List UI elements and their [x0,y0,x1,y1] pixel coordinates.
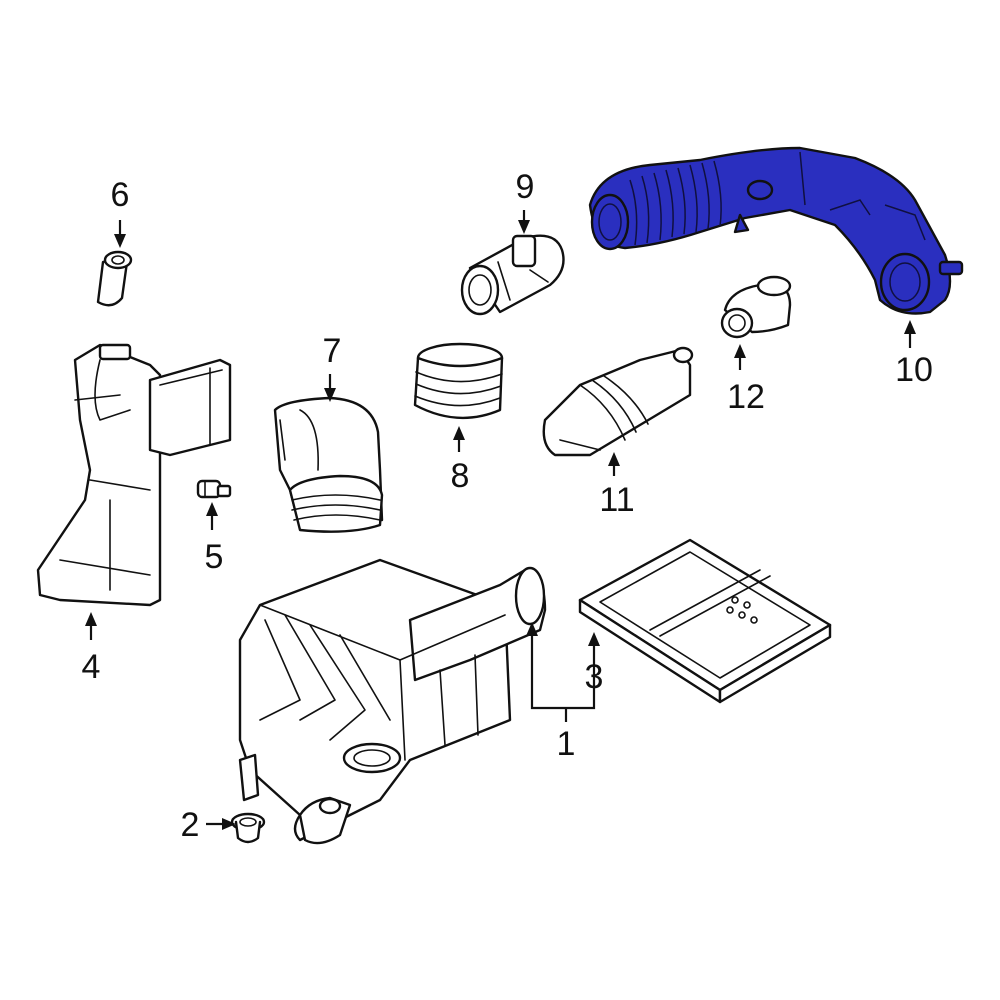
callout-10: 10 [895,351,933,389]
part-6-sleeve[interactable] [96,250,133,307]
callout-8: 8 [451,457,470,495]
callout-6: 6 [111,176,130,214]
part-2-grommet[interactable] [230,812,266,844]
part-7-elbow-hose[interactable] [273,396,384,533]
callout-5: 5 [205,538,224,576]
part-8-ring-seal[interactable] [413,342,504,420]
callout-3: 3 [585,658,604,696]
callout-7: 7 [323,332,342,370]
callout-2: 2 [181,806,200,844]
part-3-air-filter[interactable] [578,538,832,704]
callout-1: 1 [557,725,576,763]
part-9-mass-air-flow-sensor[interactable] [460,234,565,316]
callout-4: 4 [82,648,101,686]
callout-12: 12 [727,378,765,416]
callout-11: 11 [599,481,634,519]
part-4-air-guide-duct[interactable] [36,343,232,607]
callout-9: 9 [516,168,535,206]
part-1-air-cleaner-housing[interactable] [238,558,547,845]
callout-labels: 1 2 3 4 5 6 7 8 9 10 11 12 [82,168,933,844]
part-5-bolt[interactable] [196,479,232,499]
leader-lines [85,210,916,830]
part-12-small-elbow[interactable] [720,275,792,339]
part-11-resonator[interactable] [542,346,694,457]
part-10-intake-duct[interactable] [588,146,964,315]
